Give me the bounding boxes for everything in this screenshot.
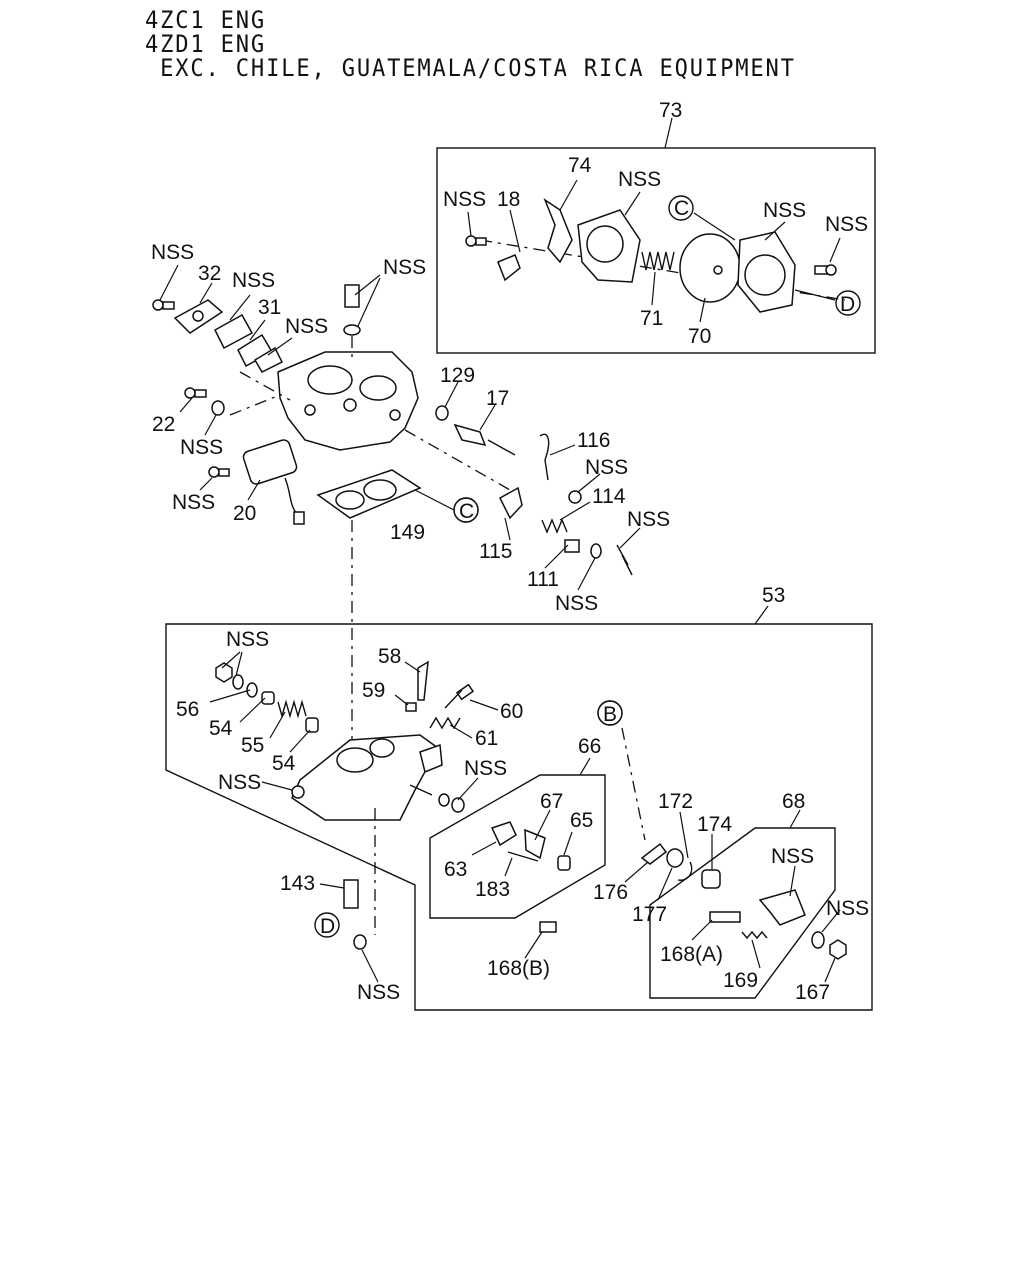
callout-nss: NSS (285, 315, 328, 338)
callout-63: 63 (444, 858, 467, 881)
callout-129: 129 (440, 364, 475, 387)
callout-nss: NSS (825, 213, 868, 236)
callout-nss: NSS (585, 456, 628, 479)
callout-nss: NSS (826, 897, 869, 920)
callout-17: 17 (486, 387, 509, 410)
assembly-box-73 (436, 117, 876, 354)
callout-54: 54 (272, 752, 296, 775)
callout-174: 174 (697, 813, 732, 836)
callout-172: 172 (658, 790, 693, 813)
callout-58: 58 (378, 645, 401, 668)
callout-nss: NSS (172, 491, 215, 514)
callout-114: 114 (592, 485, 626, 508)
callout-nss: NSS (443, 188, 486, 211)
callout-32: 32 (198, 262, 221, 285)
callout-149: 149 (390, 521, 425, 544)
callout-183: 183 (475, 878, 510, 901)
callout-66: 66 (578, 735, 601, 758)
circle-c-outline (453, 497, 479, 523)
circle-c-label: C (459, 500, 474, 523)
engine-line-1: 4ZC1 ENG (145, 6, 267, 34)
callout-68: 68 (782, 790, 805, 813)
callout-55: 55 (241, 734, 264, 757)
callout-61: 61 (475, 727, 498, 750)
callout-nss: NSS (383, 256, 426, 279)
callout-nss: NSS (226, 628, 269, 651)
callout-168b: 168(B) (487, 957, 550, 980)
callout-54: 54 (209, 717, 233, 740)
callout-nss: NSS (627, 508, 670, 531)
callout-nss: NSS (771, 845, 814, 868)
callout-176: 176 (593, 881, 628, 904)
equipment-note: EXC. CHILE, GUATEMALA/COSTA RICA EQUIPME… (145, 54, 796, 82)
callout-22: 22 (152, 413, 175, 436)
callout-177: 177 (632, 903, 667, 926)
circle-b-label: B (603, 703, 617, 726)
callout-nss: NSS (618, 168, 661, 191)
circle-b-outline (597, 700, 623, 726)
callout-115: 115 (479, 540, 512, 563)
callout-53: 53 (762, 584, 785, 607)
callout-60: 60 (500, 700, 523, 723)
callout-65: 65 (570, 809, 593, 832)
callout-167: 167 (795, 981, 830, 1004)
callout-nss: NSS (464, 757, 507, 780)
callout-70: 70 (688, 325, 711, 348)
callout-73: 73 (659, 99, 682, 122)
carburetor-upper-body (152, 264, 641, 591)
callout-labels: 73 74 18 NSS NSS C NSS NSS D 71 70 NSS 3… (151, 99, 869, 1004)
callout-168a: 168(A) (660, 943, 723, 966)
callout-nss: NSS (357, 981, 400, 1004)
callout-nss: NSS (180, 436, 223, 459)
callout-71: 71 (640, 307, 663, 330)
circle-c-label: C (674, 197, 689, 220)
callout-nss: NSS (218, 771, 261, 794)
callout-111: 111 (527, 568, 559, 591)
callout-nss: NSS (232, 269, 275, 292)
callout-56: 56 (176, 698, 199, 721)
callout-nss: NSS (151, 241, 194, 264)
diagram-header: 4ZC1 ENG 4ZD1 ENG EXC. CHILE, GUATEMALA/… (145, 8, 796, 80)
circle-d-label: D (840, 293, 855, 316)
callout-20: 20 (233, 502, 256, 525)
assembly-box-53 (165, 605, 873, 1011)
callout-59: 59 (362, 679, 385, 702)
callout-18: 18 (497, 188, 520, 211)
callout-67: 67 (540, 790, 563, 813)
callout-74: 74 (568, 154, 592, 177)
callout-nss: NSS (763, 199, 806, 222)
circle-d-label: D (320, 915, 335, 938)
engine-line-2: 4ZD1 ENG (145, 30, 267, 58)
callout-143: 143 (280, 872, 315, 895)
callout-116: 116 (577, 429, 610, 452)
callout-31: 31 (258, 296, 281, 319)
callout-nss: NSS (555, 592, 598, 615)
callout-169: 169 (723, 969, 758, 992)
